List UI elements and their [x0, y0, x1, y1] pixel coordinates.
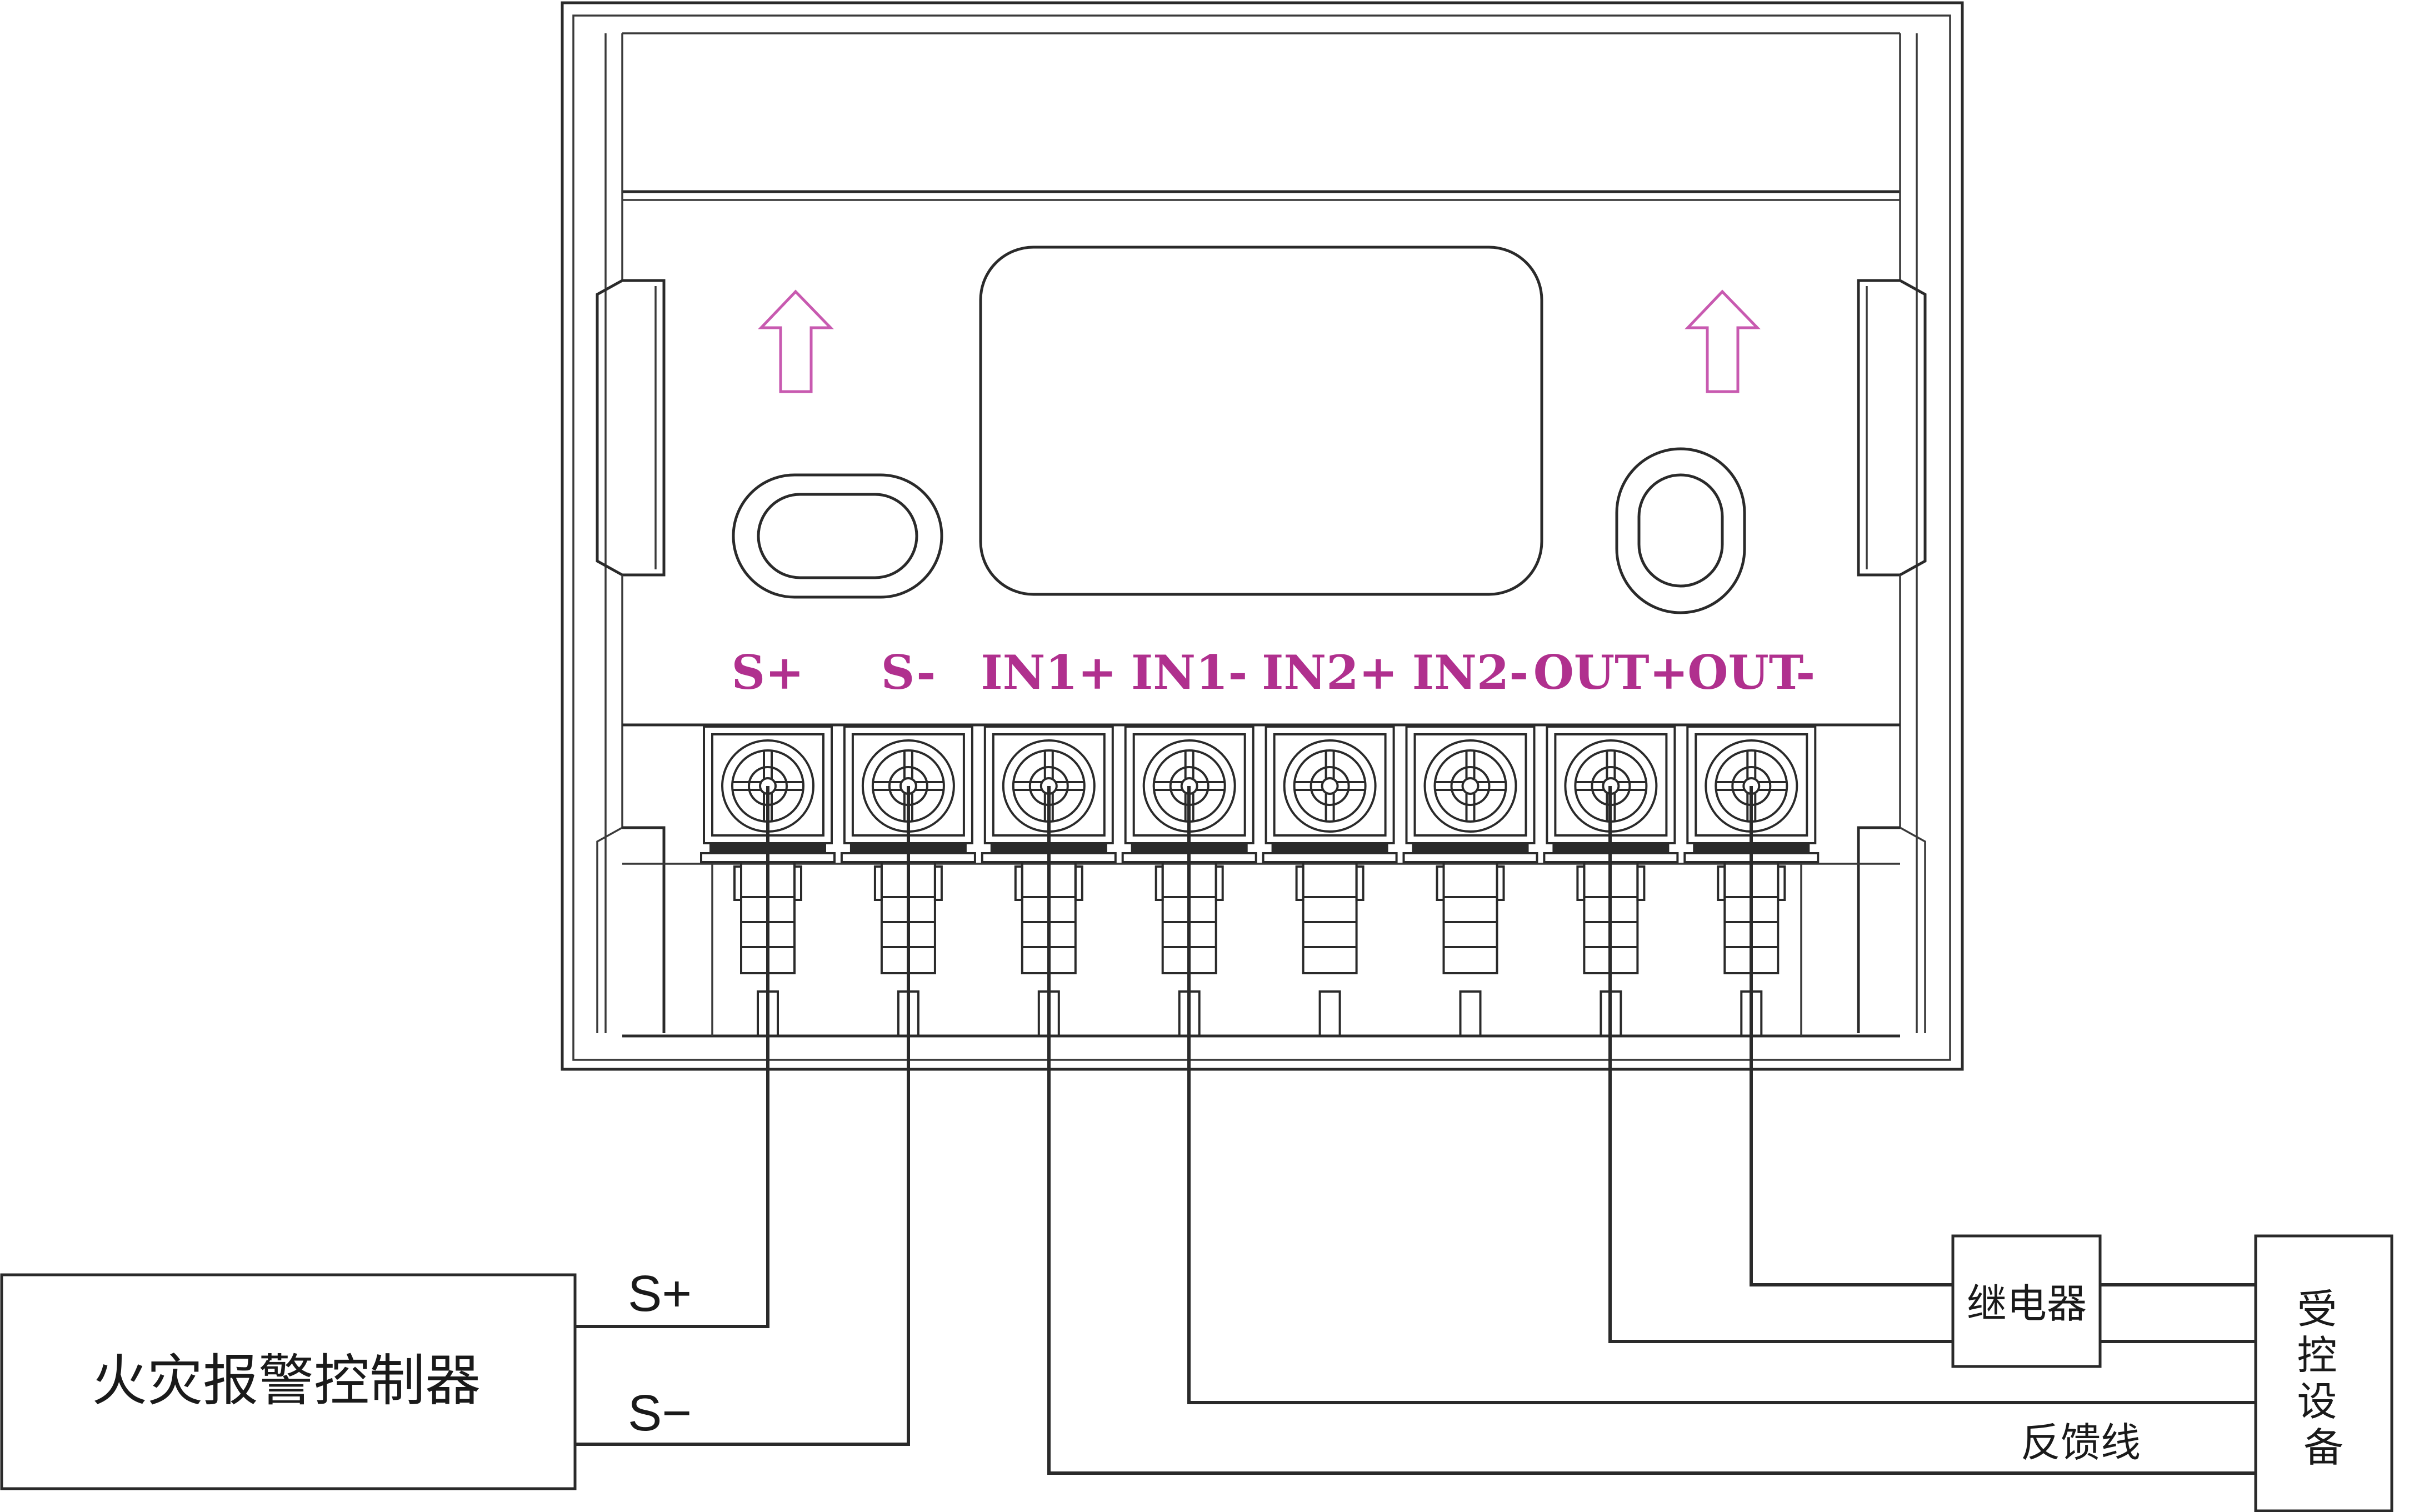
display-window — [979, 246, 1543, 596]
wire-out-minus — [1750, 786, 1953, 1286]
left-mounting-slot — [732, 473, 943, 599]
right-mounting-slot — [1615, 447, 1746, 614]
wires — [575, 786, 2256, 1475]
fire-alarm-controller: 火灾报警控制器 S+ S− — [0, 1265, 692, 1490]
terminal-label-in2-plus: IN2+ — [1262, 645, 1398, 700]
module-housing — [561, 1, 1964, 1071]
controlled-device-char: 备 — [2303, 1424, 2343, 1471]
terminal-labels: S+ S- IN1+ IN1- IN2+ IN2-OUT+OUT- — [731, 645, 1815, 700]
controlled-device-char: 设 — [2297, 1378, 2337, 1425]
terminal-label-out-plus: OUT+ — [1533, 645, 1688, 700]
controlled-device: 受 控 设 备 — [2254, 1234, 2393, 1512]
terminal-in2-plus — [1262, 725, 1398, 1037]
terminal-label-s-minus: S- — [881, 645, 936, 700]
terminal-label-in1-minus: IN1- — [1131, 645, 1247, 700]
controlled-device-label: 受 控 设 备 — [2297, 1286, 2350, 1471]
terminal-out-plus — [1543, 725, 1679, 1037]
wire-s-minus — [575, 786, 910, 1446]
terminal-label-s-plus: S+ — [731, 645, 804, 700]
wire-in1-plus — [1047, 786, 2256, 1475]
wire-in1-minus — [1187, 786, 2256, 1404]
relay: 继电器 — [1951, 1234, 2102, 1368]
controller-s-minus-label: S− — [628, 1385, 692, 1441]
terminal-label-out-minus: OUT- — [1687, 645, 1815, 700]
controller-s-plus-label: S+ — [628, 1265, 692, 1322]
controlled-device-char: 受 — [2297, 1286, 2337, 1333]
wire-out-plus — [1608, 786, 1953, 1343]
terminal-label-in1-plus: IN1+ — [981, 645, 1117, 700]
terminal-in2-minus — [1402, 725, 1538, 1037]
terminal-label-in2-minus: IN2- — [1412, 645, 1528, 700]
feedback-line-label: 反馈线 — [2021, 1419, 2141, 1466]
relay-label: 继电器 — [1967, 1280, 2087, 1327]
up-arrow-icon — [1685, 289, 1761, 393]
controlled-device-char: 控 — [2297, 1332, 2337, 1379]
wire-s-plus — [575, 786, 769, 1328]
up-arrow-icon — [758, 289, 834, 393]
controller-label: 火灾报警控制器 — [92, 1348, 481, 1413]
terminal-block — [700, 725, 1820, 1037]
